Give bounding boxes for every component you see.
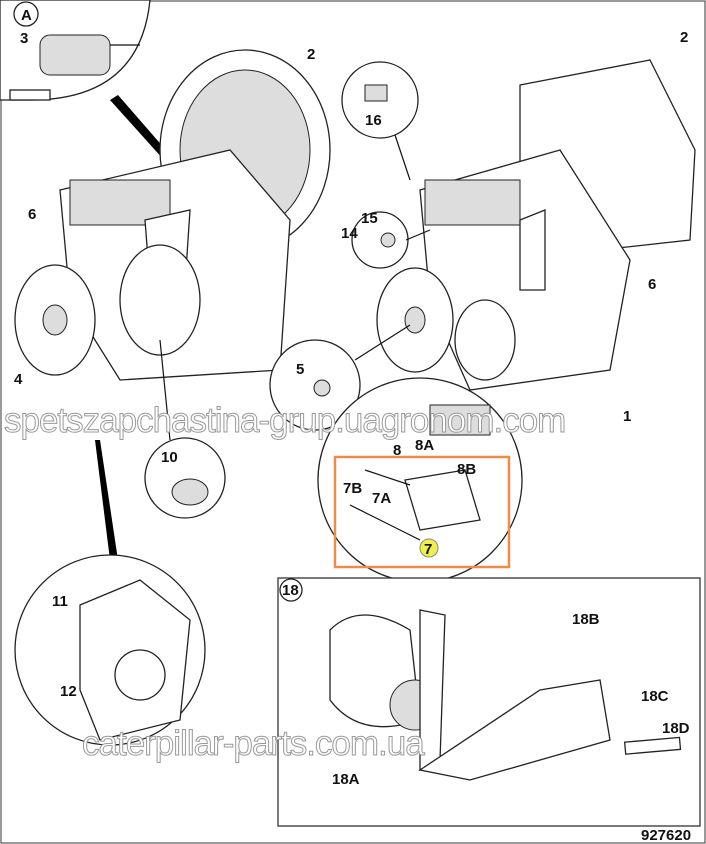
callout-3: 3 [20, 30, 28, 47]
detail-18-linkage [329, 609, 682, 781]
callout-6-right: 6 [648, 276, 656, 293]
callout-2-right: 2 [680, 29, 688, 46]
detail-5 [269, 324, 411, 431]
right-transmission [376, 59, 696, 391]
callout-18d: 18D [662, 720, 690, 737]
callout-18: 18 [282, 582, 299, 599]
callout-18c: 18C [641, 688, 669, 705]
leader-11 [95, 440, 118, 560]
callout-10: 10 [161, 449, 178, 466]
highlight-dot [419, 538, 439, 558]
callout-18b: 18B [572, 611, 600, 628]
detail-11-bracket [14, 554, 206, 746]
callout-11: 11 [52, 593, 68, 610]
detail-7-8 [317, 377, 523, 583]
callout-6-left: 6 [28, 206, 36, 223]
callout-7: 7 [424, 541, 432, 558]
left-transmission [14, 49, 331, 381]
detail-10 [144, 339, 226, 519]
callout-12: 12 [60, 683, 77, 700]
callout-8a: 8A [415, 437, 434, 454]
highlight-box [333, 455, 511, 569]
callout-1: 1 [623, 408, 631, 425]
callout-14: 14 [341, 225, 358, 242]
callout-2-left: 2 [307, 46, 315, 63]
figure-number: 927620 [641, 827, 691, 844]
callout-7a: 7A [372, 490, 391, 507]
watermark-top: spetszapchastina-grup.uagronom.com [4, 401, 565, 440]
callout-7b: 7B [343, 480, 362, 497]
watermark-bottom: caterpillar-parts.com.ua [82, 724, 425, 763]
callout-8b: 8B [457, 461, 476, 478]
detail-16 [341, 61, 419, 181]
callout-4: 4 [14, 371, 23, 388]
callout-18a: 18A [332, 771, 360, 788]
detail-a-starter [0, 0, 151, 101]
callout-8: 8 [393, 442, 401, 459]
callout-a: A [21, 7, 32, 24]
callout-5: 5 [296, 361, 304, 378]
detail-14-15 [351, 211, 431, 269]
callout-16: 16 [365, 112, 382, 129]
callout-15: 15 [361, 210, 378, 227]
